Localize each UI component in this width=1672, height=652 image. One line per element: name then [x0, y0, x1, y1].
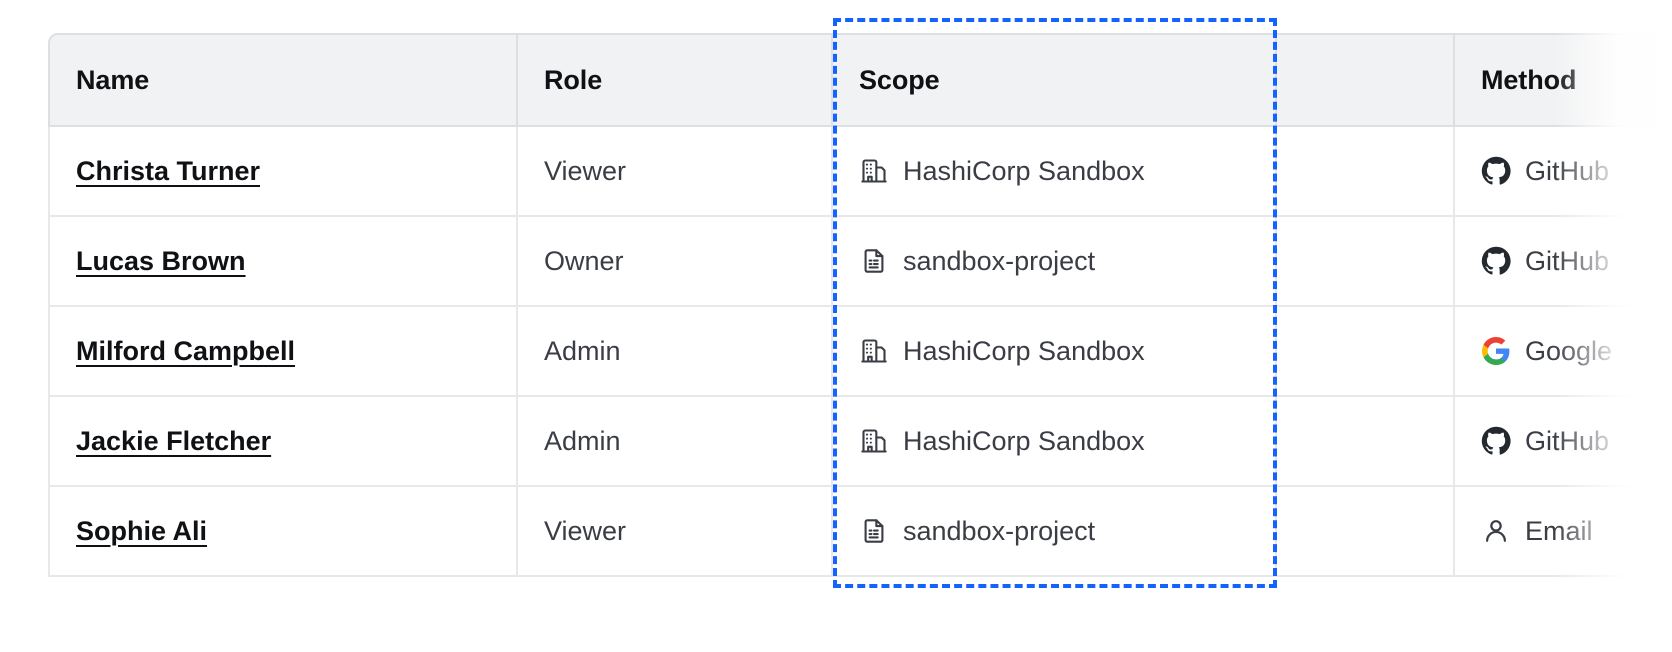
table-row: Sophie Ali Viewer sandbox-project Email [48, 487, 1672, 577]
scope-value: HashiCorp Sandbox [903, 425, 1145, 456]
user-person-icon [1481, 516, 1511, 546]
role-value: Viewer [544, 155, 627, 186]
project-document-icon [859, 246, 889, 276]
cell-scope: HashiCorp Sandbox [833, 397, 1277, 487]
github-icon [1481, 246, 1511, 276]
cell-blank [1277, 397, 1455, 487]
table-row: Lucas Brown Owner sandbox-project GitHub [48, 217, 1672, 307]
cell-blank [1277, 127, 1455, 217]
role-value: Admin [544, 335, 621, 366]
table-row: Milford Campbell Admin HashiCorp Sandbox Go… [48, 307, 1672, 397]
github-icon [1481, 156, 1511, 186]
method-value: GitHub [1525, 245, 1610, 276]
role-value: Viewer [544, 515, 627, 546]
member-name-link[interactable]: Lucas Brown [76, 245, 246, 276]
scope-value: HashiCorp Sandbox [903, 335, 1145, 366]
scope-value: sandbox-project [903, 245, 1096, 276]
cell-scope: HashiCorp Sandbox [833, 307, 1277, 397]
role-value: Owner [544, 245, 624, 276]
scope-value: HashiCorp Sandbox [903, 155, 1145, 186]
method-value: Google [1525, 335, 1613, 366]
cell-role: Admin [518, 397, 833, 487]
cell-name: Christa Turner [48, 127, 518, 217]
cell-name: Jackie Fletcher [48, 397, 518, 487]
cell-scope: sandbox-project [833, 487, 1277, 577]
cell-name: Lucas Brown [48, 217, 518, 307]
column-header-blank [1277, 33, 1455, 127]
cell-method: Email [1455, 487, 1672, 577]
cell-method: GitHub [1455, 127, 1672, 217]
table-header: Name Role Scope Method [48, 33, 1672, 127]
organization-building-icon [859, 336, 889, 366]
member-name-link[interactable]: Sophie Ali [76, 515, 208, 546]
scope-value: sandbox-project [903, 515, 1096, 546]
cell-method: GitHub [1455, 397, 1672, 487]
cell-scope: HashiCorp Sandbox [833, 127, 1277, 217]
member-name-link[interactable]: Christa Turner [76, 155, 261, 186]
cell-method: Google [1455, 307, 1672, 397]
column-header-scope[interactable]: Scope [833, 33, 1277, 127]
column-header-name[interactable]: Name [48, 33, 518, 127]
cell-scope: sandbox-project [833, 217, 1277, 307]
member-name-link[interactable]: Milford Campbell [76, 335, 296, 366]
method-value: GitHub [1525, 155, 1610, 186]
method-value: Email [1525, 515, 1593, 546]
cell-blank [1277, 307, 1455, 397]
column-header-role[interactable]: Role [518, 33, 833, 127]
cell-role: Admin [518, 307, 833, 397]
google-icon [1481, 336, 1511, 366]
cell-method: GitHub [1455, 217, 1672, 307]
github-icon [1481, 426, 1511, 456]
table-row: Jackie Fletcher Admin HashiCorp Sandbox Git… [48, 397, 1672, 487]
organization-building-icon [859, 426, 889, 456]
member-name-link[interactable]: Jackie Fletcher [76, 425, 272, 456]
cell-role: Owner [518, 217, 833, 307]
table-row: Christa Turner Viewer HashiCorp Sandbox Git… [48, 127, 1672, 217]
cell-blank [1277, 217, 1455, 307]
cell-name: Sophie Ali [48, 487, 518, 577]
cell-name: Milford Campbell [48, 307, 518, 397]
role-value: Admin [544, 425, 621, 456]
method-value: GitHub [1525, 425, 1610, 456]
cell-blank [1277, 487, 1455, 577]
cell-role: Viewer [518, 487, 833, 577]
organization-building-icon [859, 156, 889, 186]
cell-role: Viewer [518, 127, 833, 217]
header-row: Name Role Scope Method [48, 33, 1672, 127]
column-header-method[interactable]: Method [1455, 33, 1672, 127]
project-document-icon [859, 516, 889, 546]
